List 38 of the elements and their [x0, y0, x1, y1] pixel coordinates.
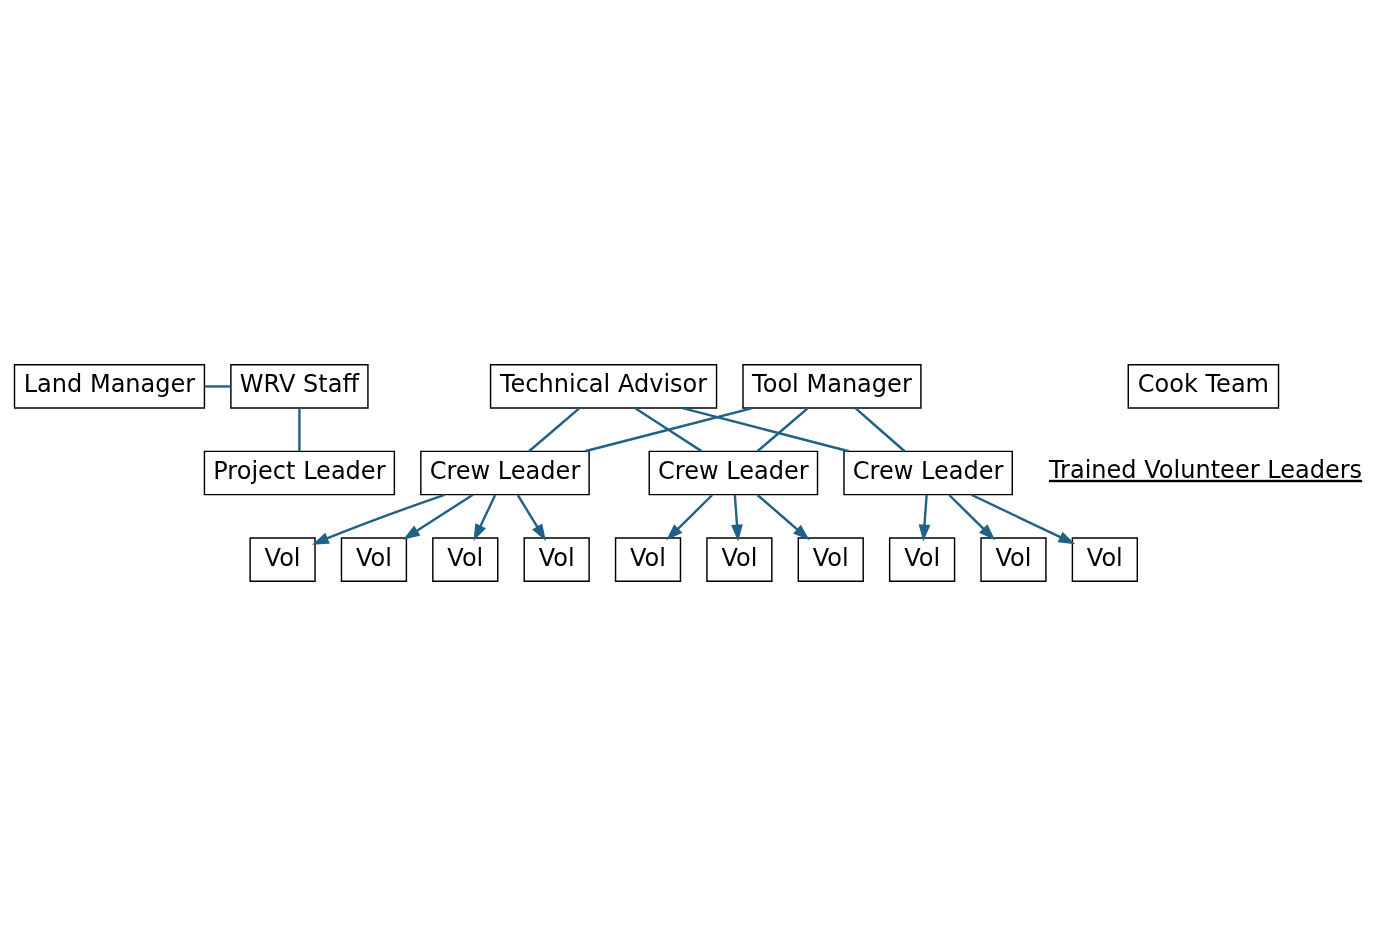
- node-box: Vol: [980, 537, 1047, 582]
- arrow: [970, 493, 1076, 545]
- arrow: [403, 493, 474, 540]
- label: Trained Volunteer Leaders: [1048, 455, 1363, 484]
- node-box: Crew Leader: [648, 450, 819, 496]
- arrow: [473, 494, 497, 542]
- arrow: [666, 494, 714, 541]
- connector: [298, 408, 301, 452]
- node-box: WRV Staff: [230, 364, 369, 409]
- node-box: Vol: [706, 537, 773, 582]
- connector: [584, 406, 753, 453]
- connector: [634, 407, 703, 453]
- arrow: [516, 494, 546, 541]
- node-box: Crew Leader: [843, 450, 1013, 496]
- node-box: Land Manager: [13, 364, 206, 409]
- node-box: Tool Manager: [742, 364, 922, 409]
- node-box: Crew Leader: [420, 450, 590, 496]
- arrow: [312, 493, 445, 545]
- node-box: Vol: [797, 537, 864, 582]
- connector: [528, 407, 580, 453]
- connector: [204, 385, 231, 388]
- arrow: [756, 494, 810, 541]
- node-box: Vol: [340, 537, 408, 582]
- connector: [756, 407, 809, 453]
- node-box: Vol: [432, 537, 499, 582]
- node-box: Cook Team: [1127, 364, 1280, 409]
- node-box: Technical Advisor: [489, 364, 718, 409]
- node-box: Vol: [249, 537, 316, 582]
- node-box: Vol: [523, 537, 590, 582]
- arrow: [918, 494, 931, 542]
- node-box: Vol: [1071, 537, 1138, 582]
- connector: [854, 407, 906, 453]
- node-box: Vol: [614, 537, 682, 582]
- arrow: [731, 494, 743, 542]
- arrow: [948, 494, 996, 541]
- connector: [682, 406, 850, 453]
- node-box: Vol: [888, 537, 956, 582]
- node-box: Project Leader: [203, 450, 396, 496]
